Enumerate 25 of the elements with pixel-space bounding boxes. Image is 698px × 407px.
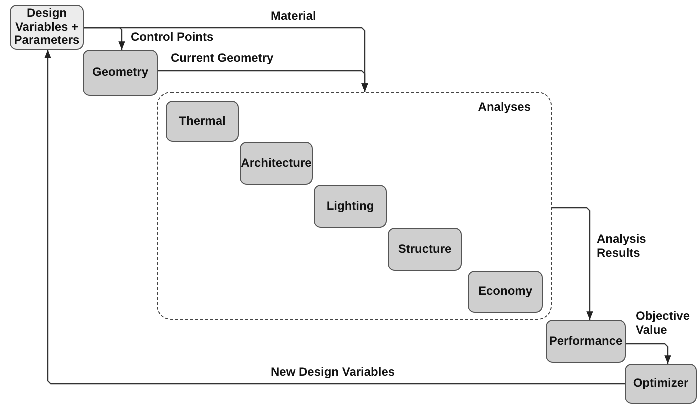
node-label: Structure	[398, 242, 452, 256]
process-box	[83, 50, 158, 96]
process-box	[166, 101, 239, 142]
process-box	[388, 228, 462, 271]
node-label: Thermal	[179, 114, 226, 128]
process-box	[314, 185, 387, 228]
process-box	[546, 320, 626, 363]
node-label: Optimizer	[633, 377, 689, 391]
node-label: Performance	[549, 334, 623, 348]
node-label: Architecture	[241, 156, 312, 170]
arrow	[158, 70, 368, 92]
process-box	[468, 271, 543, 313]
arrow	[626, 343, 672, 364]
node-label: Economy	[478, 285, 532, 299]
arrow	[44, 50, 625, 385]
arrow	[552, 207, 594, 320]
node-label: Lighting	[326, 200, 374, 214]
edge-label: New Design Variables	[270, 366, 396, 380]
group-title: Analyses	[478, 101, 531, 115]
process-box	[240, 142, 313, 185]
group-container	[157, 92, 552, 320]
node-label: Geometry	[92, 66, 149, 80]
process-box	[625, 364, 697, 404]
edge-label: Current Geometry	[170, 52, 275, 66]
node-label: Design Variables + Parameters	[13, 6, 81, 48]
